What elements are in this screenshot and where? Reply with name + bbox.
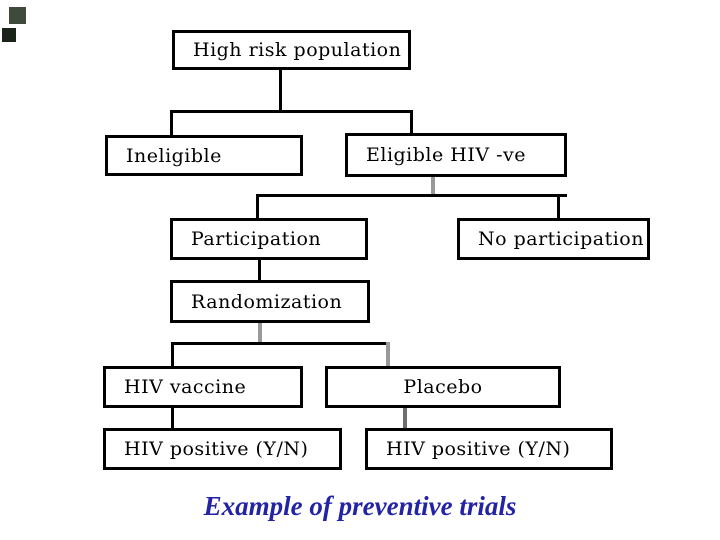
- connector-placebo-outcome: [403, 408, 407, 429]
- connector-eligible-trunk: [431, 177, 435, 197]
- node-label: High risk population: [193, 39, 402, 61]
- connector-row3-hline: [256, 194, 567, 197]
- node-label: Randomization: [191, 290, 343, 313]
- connector-to-eligible: [410, 110, 413, 135]
- node-label: No participation: [478, 228, 644, 250]
- connector-row2-hline: [170, 110, 413, 113]
- node-hiv-vaccine: HIV vaccine: [103, 366, 303, 408]
- connector-highrisk-trunk: [279, 70, 282, 113]
- node-high-risk-population: High risk population: [172, 30, 411, 70]
- corner-square-decoration-top: [9, 7, 26, 24]
- node-no-participation: No participation: [457, 218, 650, 260]
- connector-randomization-trunk: [258, 323, 262, 345]
- connector-to-ineligible: [170, 110, 173, 137]
- node-label: Placebo: [403, 376, 483, 398]
- connector-participation-randomization: [258, 260, 261, 281]
- node-label: Participation: [191, 228, 322, 250]
- slide-caption: Example of preventive trials: [203, 491, 517, 521]
- connector-to-no-participation: [557, 194, 560, 220]
- node-placebo: Placebo: [325, 366, 561, 408]
- connector-to-hiv-vaccine: [171, 342, 174, 367]
- node-hiv-positive-right: HIV positive (Y/N): [365, 428, 613, 470]
- node-ineligible: Ineligible: [105, 135, 303, 176]
- node-randomization: Randomization: [170, 280, 370, 323]
- connector-to-placebo: [386, 342, 390, 367]
- node-label: Ineligible: [126, 144, 222, 167]
- corner-square-decoration-bottom: [2, 28, 16, 42]
- connector-to-participation: [256, 194, 259, 220]
- node-eligible-hiv-negative: Eligible HIV -ve: [345, 133, 567, 177]
- node-label: HIV positive (Y/N): [124, 438, 309, 460]
- connector-row5-hline: [171, 342, 390, 345]
- node-label: Eligible HIV -ve: [366, 144, 527, 166]
- node-hiv-positive-left: HIV positive (Y/N): [103, 428, 342, 470]
- node-participation: Participation: [170, 218, 368, 260]
- connector-vaccine-outcome: [171, 408, 174, 429]
- node-label: HIV vaccine: [124, 376, 247, 398]
- node-label: HIV positive (Y/N): [386, 438, 571, 460]
